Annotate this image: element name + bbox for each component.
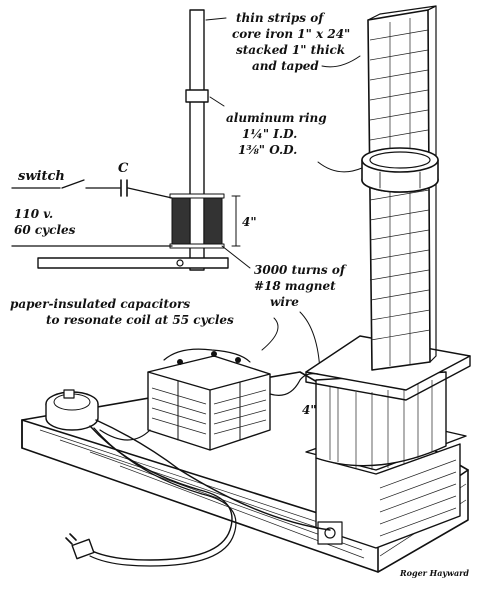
core-label-3: stacked 1" thick bbox=[236, 43, 345, 57]
core-annotation: thin strips of core iron 1" x 24" stacke… bbox=[205, 11, 361, 73]
power-cord bbox=[89, 419, 331, 567]
core-label-4: and taped bbox=[252, 59, 319, 73]
schematic-ring bbox=[185, 89, 209, 103]
turns-label-3: wire bbox=[270, 295, 299, 309]
core-label-2: core iron 1" x 24" bbox=[232, 27, 350, 41]
plug bbox=[65, 533, 95, 560]
core-label-1: thin strips of bbox=[236, 11, 325, 25]
capacitor-annotation: paper-insulated capacitors to resonate c… bbox=[10, 297, 279, 351]
supply-voltage-label: 110 v. bbox=[14, 207, 53, 221]
capacitor-label: C bbox=[118, 161, 129, 176]
capacitors-label-2: to resonate coil at 55 cycles bbox=[46, 313, 234, 327]
coil-assembly: 4" bbox=[302, 335, 471, 549]
schematic-base-bar bbox=[37, 257, 229, 269]
schematic-coil bbox=[169, 193, 225, 249]
supply-frequency-label: 60 cycles bbox=[14, 223, 76, 237]
ring-outer-diameter: 1⅜" O.D. bbox=[238, 143, 297, 157]
turns-label-1: 3000 turns of bbox=[254, 263, 347, 277]
ring-annotation: aluminum ring 1¼" I.D. 1⅜" O.D. bbox=[209, 96, 363, 173]
capacitors-label-1: paper-insulated capacitors bbox=[10, 297, 190, 311]
aluminum-ring bbox=[361, 147, 439, 193]
coil-dimension-label: 4" bbox=[302, 403, 317, 417]
turns-label-2: #18 magnet bbox=[254, 279, 336, 293]
ring-label: aluminum ring bbox=[226, 111, 327, 125]
schematic: 4" switch C 110 v. 60 cycles bbox=[11, 9, 257, 271]
schematic-core-bar bbox=[189, 9, 205, 271]
wall-switch bbox=[45, 389, 99, 431]
turns-annotation: 3000 turns of #18 magnet wire bbox=[221, 245, 347, 373]
schematic-dimension-label: 4" bbox=[242, 215, 257, 229]
capacitor-bank bbox=[99, 348, 319, 451]
artist-signature: Roger Hayward bbox=[399, 568, 469, 578]
switch-symbol bbox=[61, 179, 85, 189]
foot-switch-box bbox=[317, 521, 343, 545]
switch-label: switch bbox=[18, 169, 65, 184]
ring-inner-diameter: 1¼" I.D. bbox=[242, 127, 297, 141]
